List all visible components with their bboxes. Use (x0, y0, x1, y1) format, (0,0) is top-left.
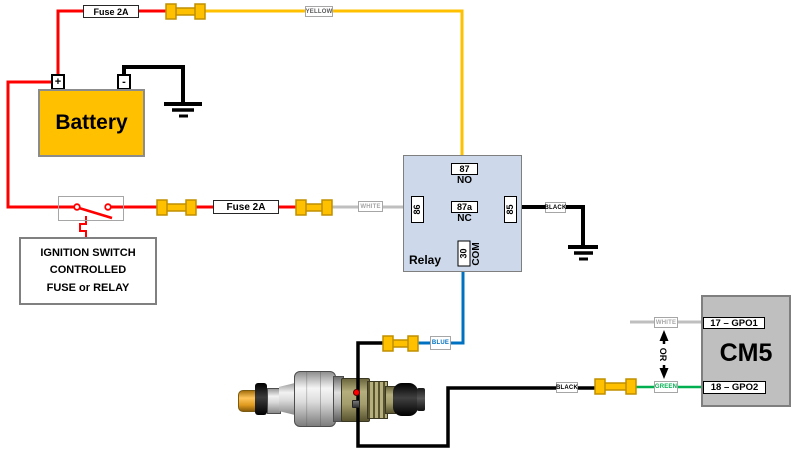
relay-pin-30: 30 (457, 240, 471, 267)
relay-pin-87a-sub-text: NC (457, 213, 472, 224)
wire-tag-white-cm5-text: WHITE (655, 319, 677, 326)
battery-minus-text: - (122, 75, 126, 88)
battery-plus-text: + (54, 75, 62, 88)
battery-minus-terminal: - (117, 74, 131, 90)
fuse-2a-mid-label: Fuse 2A (213, 200, 279, 214)
injector-connector-stub (352, 400, 360, 408)
wire-tag-yellow-text: YELLOW (305, 8, 333, 15)
ignition-switch-box (58, 196, 124, 221)
fuse-symbol-relay86 (295, 199, 333, 216)
fuel-injector (236, 368, 426, 428)
wire-tag-black-injector: BLACK (556, 382, 578, 393)
relay-pin-30-sub-text: COM (471, 242, 482, 266)
relay-pin-86-text: 86 (412, 204, 422, 215)
relay-pin-87-sub: NO (451, 176, 478, 186)
wire-red-battery-to-switch (6, 80, 74, 209)
injector-end-cap (417, 388, 425, 411)
relay-pin-87-text: 87 (459, 163, 470, 174)
wire-tag-black-relay-text: BLACK (544, 204, 567, 211)
cm5-gpo2-text: 18 – GPO2 (710, 382, 759, 393)
relay-title: Relay (409, 253, 441, 267)
fuse-symbol-gpo2 (594, 378, 637, 395)
fuse-2a-top-text: Fuse 2A (93, 6, 129, 17)
injector-oring-left (255, 383, 267, 415)
fuse-symbol-injector (382, 335, 419, 352)
ignition-description-box: IGNITION SWITCH CONTROLLED FUSE or RELAY (19, 237, 157, 305)
wire-tag-black-injector-text: BLACK (556, 384, 578, 391)
injector-oring-right (393, 383, 418, 416)
fuse-2a-top-label: Fuse 2A (83, 5, 139, 18)
wire-tag-white-cm5: WHITE (654, 317, 678, 328)
relay-pin-87: 87 (451, 163, 478, 175)
or-label-text: OR (658, 347, 669, 362)
cm5-title: CM5 (703, 339, 789, 368)
ignition-line1: IGNITION SWITCH (40, 247, 136, 260)
battery-box: Battery (38, 89, 145, 157)
cm5-gpo1-text: 17 – GPO1 (710, 317, 758, 329)
or-label: OR (657, 344, 670, 365)
wire-tag-green-text: GREEN (654, 384, 678, 390)
wire-tag-green: GREEN (654, 381, 678, 393)
wire-tag-blue-text: BLUE (431, 340, 450, 346)
wire-yellow-fuse-to-relay87 (203, 9, 464, 157)
fuse-2a-mid-text: Fuse 2A (226, 201, 266, 213)
battery-label: Battery (55, 111, 128, 134)
relay-pin-30-sub: COM (471, 239, 484, 269)
injector-red-indicator (353, 389, 360, 396)
fuse-symbol-top (165, 3, 206, 20)
wire-black-injector-to-fuse (356, 341, 600, 448)
wire-tag-white-relay-text: WHITE (360, 203, 381, 210)
ground-symbol-relay (568, 245, 598, 261)
battery-plus-terminal: + (51, 74, 65, 90)
ground-symbol-battery (164, 102, 202, 118)
relay-pin-85-text: 85 (505, 204, 515, 215)
ignition-switch-symbol (73, 203, 113, 237)
relay-title-text: Relay (409, 253, 442, 267)
ignition-line3: FUSE or RELAY (46, 281, 130, 294)
fuse-symbol-switch (156, 199, 197, 216)
wire-blue-relay30-to-injector (416, 262, 465, 345)
injector-cone (279, 383, 295, 415)
wire-black-relay85-ground (514, 205, 585, 245)
wire-tag-blue: BLUE (430, 336, 451, 350)
relay-pin-30-text: 30 (458, 248, 469, 259)
relay-pin-85: 85 (504, 196, 517, 223)
ignition-line2: CONTROLLED (49, 264, 127, 277)
cm5-title-text: CM5 (719, 339, 773, 367)
cm5-gpo1-pin: 17 – GPO1 (703, 317, 765, 329)
cm5-gpo2-pin: 18 – GPO2 (703, 381, 766, 394)
relay-pin-87a-text: 87a (456, 201, 473, 212)
wire-tag-black-relay: BLACK (545, 202, 566, 213)
wire-tag-white-relay: WHITE (358, 201, 383, 212)
wire-black-battery-ground (122, 65, 185, 102)
relay-pin-87-sub-text: NO (457, 175, 472, 186)
relay-pin-87a-sub: NC (451, 214, 478, 224)
relay-pin-86: 86 (411, 196, 424, 223)
relay-box: 87 NO 86 87a NC 85 30 COM Relay (403, 155, 522, 272)
relay-pin-87a: 87a (451, 201, 478, 213)
wire-tag-yellow: YELLOW (305, 6, 333, 17)
